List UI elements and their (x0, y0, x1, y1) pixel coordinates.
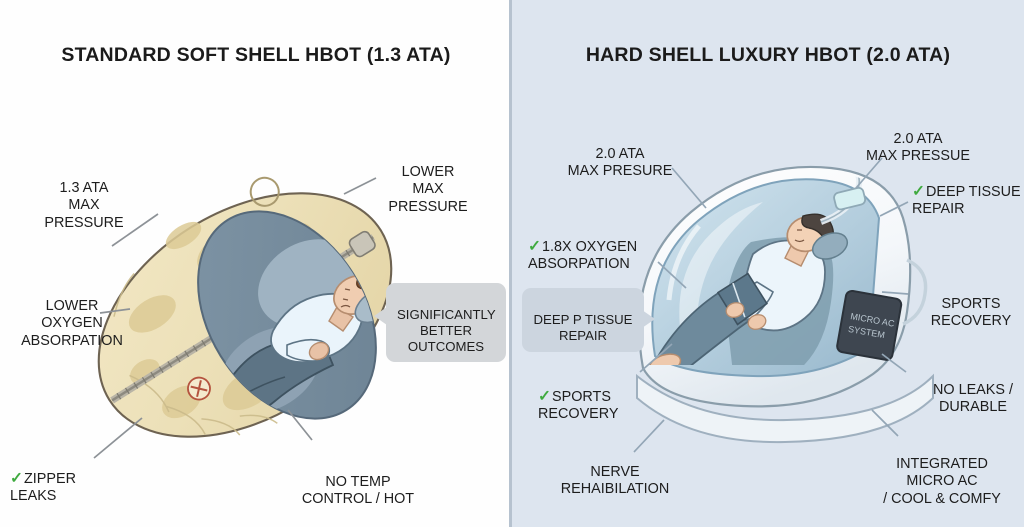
label-right-nerve: NERVE REHAIBILATION (540, 446, 690, 499)
panel-divider (509, 0, 512, 527)
label-left-oxygen: LOWER OXYGEN ABSORPATION (2, 280, 142, 350)
label-right-oxygen: ✓1.8X OXYGEN ABSORPATION (528, 220, 660, 274)
label-left-pressure-text: 1.3 ATA MAX PRESSURE (44, 179, 124, 231)
label-left-zipper-text: ZIPPER LEAKS (10, 470, 76, 505)
label-right-pressure-left-text: 2.0 ATA MAX PRESURE (567, 145, 673, 180)
label-left-zipper: ✓ZIPPER LEAKS (10, 452, 140, 506)
label-right-oxygen-text: 1.8X OXYGEN ABSORPATION (528, 238, 638, 273)
label-right-nerve-text: NERVE REHAIBILATION (560, 463, 670, 498)
label-right-pressure-right-text: 2.0 ATA MAX PRESSUE (866, 130, 970, 165)
label-left-temp: NO TEMP CONTROL / HOT (278, 456, 438, 509)
label-left-max-pressure: LOWER MAX PRESSURE (372, 146, 484, 216)
check-icon: ✓ (10, 469, 23, 487)
right-panel-title: HARD SHELL LUXURY HBOT (2.0 ATA) (585, 44, 951, 66)
label-right-sports-right: SPORTS RECOVERY (920, 278, 1022, 331)
device-screen: MICRO AC SYSTEM (836, 289, 903, 361)
badge-deep-tissue-repair: DEEP P TISSUE REPAIR (522, 288, 644, 352)
badge-deep-tissue-repair-text: DEEP P TISSUE REPAIR (533, 311, 633, 343)
badge-deep-tissue-repair-tail (642, 310, 655, 328)
check-icon: ✓ (538, 387, 551, 405)
label-right-pressure-left: 2.0 ATA MAX PRESURE (550, 128, 690, 181)
badge-better-outcomes: SIGNIFICANTLY BETTER OUTCOMES (386, 283, 506, 363)
label-right-no-leaks: NO LEAKS / DURABLE (922, 364, 1024, 417)
pod-light (833, 186, 867, 211)
label-right-deep-tissue-text: DEEP TISSUE REPAIR (912, 183, 1021, 218)
label-right-micro-ac-text: INTEGRATED MICRO AC / COOL & COMFY (883, 455, 1001, 507)
leak-marker (187, 376, 211, 401)
check-icon: ✓ (528, 237, 541, 255)
label-left-temp-text: NO TEMP CONTROL / HOT (301, 473, 415, 508)
label-right-deep-tissue: ✓DEEP TISSUE REPAIR (912, 165, 1024, 219)
label-left-oxygen-text: LOWER OXYGEN ABSORPATION (21, 297, 123, 349)
label-right-sports-left-text: SPORTS RECOVERY (538, 388, 619, 423)
label-left-pressure: 1.3 ATA MAX PRESSURE (14, 162, 154, 232)
left-panel-title: STANDARD SOFT SHELL HBOT (1.3 ATA) (61, 44, 451, 66)
label-left-max-pressure-text: LOWER MAX PRESSURE (388, 163, 468, 215)
soft-shell-chamber-illustration (97, 176, 400, 438)
check-icon: ✓ (912, 182, 925, 200)
label-right-micro-ac: INTEGRATED MICRO AC / COOL & COMFY (864, 438, 1020, 508)
badge-better-outcomes-tail (374, 307, 387, 325)
hard-shell-chamber-illustration: MICRO AC SYSTEM (636, 165, 934, 444)
label-right-no-leaks-text: NO LEAKS / DURABLE (933, 381, 1013, 416)
label-right-sports-right-text: SPORTS RECOVERY (930, 295, 1012, 330)
label-right-sports-left: ✓SPORTS RECOVERY (538, 370, 648, 424)
label-right-pressure-right: 2.0 ATA MAX PRESSUE (848, 113, 988, 166)
badge-better-outcomes-text: SIGNIFICANTLY BETTER OUTCOMES (397, 306, 496, 354)
